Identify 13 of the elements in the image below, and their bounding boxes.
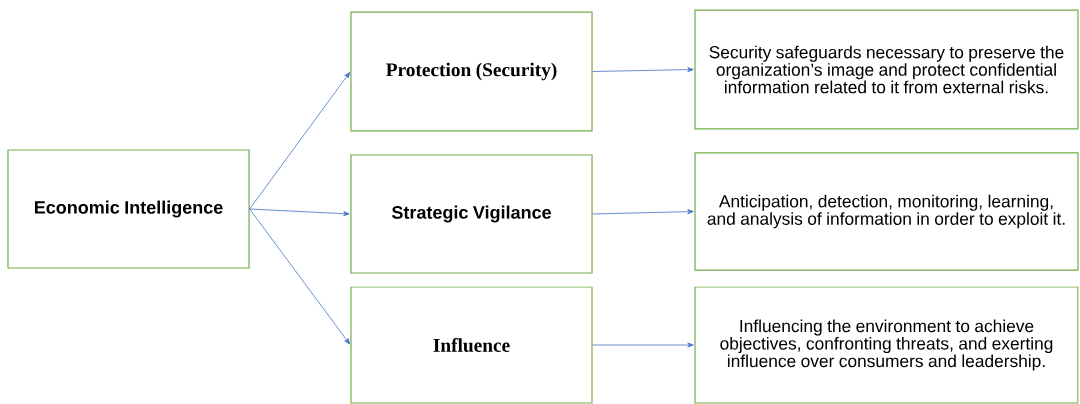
description-box: Security safeguards necessary to preserve the organization’s image and protect confidential information related to it from external risks. <box>694 9 1079 130</box>
description-box: Influencing the environment to achieve objectives, confronting threats, and exerting influence over consumers and leadership. <box>694 286 1079 404</box>
arrow <box>592 67 694 73</box>
description-box: Anticipation, detection, monitoring, learning, and analysis of information in order to exploit it. <box>694 152 1079 271</box>
category-box: Strategic Vigilance <box>350 154 593 274</box>
arrow <box>592 209 694 215</box>
arrow <box>249 208 350 217</box>
category-box: Influence <box>350 286 593 404</box>
topic-box: Economic Intelligence <box>7 149 250 269</box>
arrow <box>249 208 351 345</box>
arrow <box>592 342 694 348</box>
arrow <box>249 72 351 210</box>
category-box: Protection (Security) <box>350 11 593 132</box>
